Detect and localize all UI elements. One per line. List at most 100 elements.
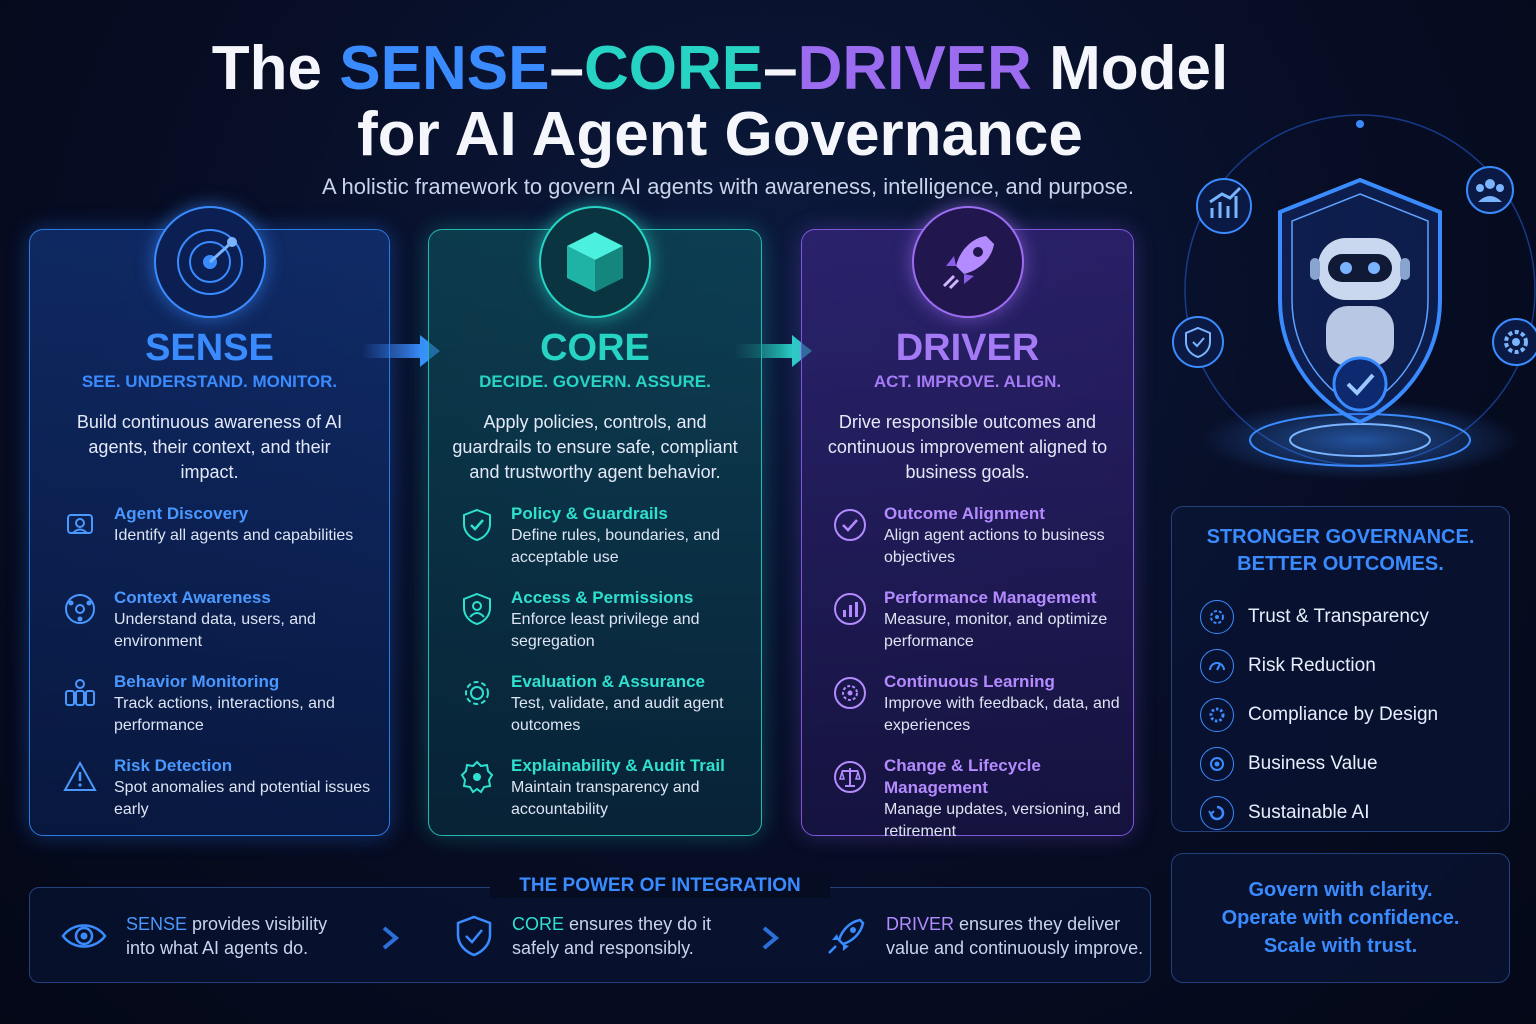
motto-line: Scale with trust. bbox=[1263, 935, 1418, 957]
benefit-label: Risk Reduction bbox=[1248, 654, 1376, 676]
integration-highlight: SENSE bbox=[126, 914, 188, 934]
chevron-right-icon bbox=[762, 926, 780, 950]
rocket-icon bbox=[828, 918, 865, 954]
benefit-label: Business Value bbox=[1248, 752, 1378, 774]
shield-check-icon bbox=[457, 505, 497, 545]
sense-title: SENSE bbox=[145, 327, 274, 369]
shield-icon bbox=[1172, 316, 1224, 368]
item-title: Access & Permissions bbox=[511, 588, 694, 607]
integration-title: THE POWER OF INTEGRATION bbox=[490, 874, 830, 898]
robot-shield-illustration bbox=[1172, 114, 1536, 480]
item-title: Continuous Learning bbox=[884, 672, 1055, 691]
item-desc: Identify all agents and capabilities bbox=[114, 527, 354, 544]
item-title: Performance Management bbox=[884, 588, 1097, 607]
benefit-item: Sustainable AI bbox=[1172, 788, 1509, 837]
bar-chart-icon bbox=[830, 589, 870, 629]
compliance-icon bbox=[1200, 697, 1234, 732]
item-desc: Define rules, boundaries, and acceptable… bbox=[511, 527, 721, 566]
sustainable-icon bbox=[1200, 795, 1234, 830]
motto-line: Operate with confidence. bbox=[1221, 907, 1460, 929]
integration-sense: SENSE provides visibility into what AI ag… bbox=[60, 888, 327, 984]
core-tagline: DECIDE. GOVERN. ASSURE. bbox=[479, 372, 711, 391]
sense-card: SENSE SEE. UNDERSTAND. MONITOR. Build co… bbox=[29, 206, 390, 836]
sense-tagline: SEE. UNDERSTAND. MONITOR. bbox=[81, 372, 338, 391]
benefit-label: Sustainable AI bbox=[1248, 801, 1370, 823]
rocket-icon bbox=[911, 206, 1024, 318]
shield-check-icon bbox=[456, 915, 492, 957]
item-desc: Spot anomalies and potential issues earl… bbox=[114, 779, 371, 818]
integration-text: ensures they do it bbox=[564, 914, 712, 934]
item-title: Change & Lifecycle Management bbox=[884, 756, 1041, 797]
title-driver: DRIVER bbox=[797, 34, 1032, 103]
benefit-label: Trust & Transparency bbox=[1248, 605, 1429, 627]
title-sense: SENSE bbox=[339, 34, 550, 103]
title-dash: – bbox=[549, 34, 584, 103]
title-suffix: Model bbox=[1049, 34, 1229, 103]
item-title: Evaluation & Assurance bbox=[511, 672, 705, 691]
benefit-label: Compliance by Design bbox=[1248, 703, 1439, 725]
item-title: Agent Discovery bbox=[114, 504, 249, 523]
driver-description: Drive responsible outcomes and continuou… bbox=[827, 412, 1108, 482]
core-description: Apply policies, controls, and guardrails… bbox=[452, 412, 738, 482]
item-desc: Align agent actions to business objectiv… bbox=[884, 527, 1105, 566]
page-title: The SENSE–CORE–DRIVER Model for AI Agent… bbox=[0, 36, 1440, 168]
integration-text: into what AI agents do. bbox=[126, 938, 309, 958]
benefit-item: Risk Reduction bbox=[1172, 641, 1509, 690]
cube-icon bbox=[539, 206, 651, 318]
user-shield-icon bbox=[457, 589, 497, 629]
eye-icon bbox=[61, 924, 107, 948]
integration-highlight: DRIVER bbox=[886, 914, 955, 934]
users-icon bbox=[1466, 166, 1514, 214]
page-subtitle: A holistic framework to govern AI agents… bbox=[321, 174, 1134, 199]
item-desc: Maintain transparency and accountability bbox=[511, 779, 700, 818]
motto-line: Govern with clarity. bbox=[1248, 879, 1433, 901]
motto-panel: Govern with clarity. Operate with confid… bbox=[1171, 853, 1510, 983]
item-desc: Enforce least privilege and segregation bbox=[511, 611, 700, 650]
chevron-right-icon bbox=[382, 926, 400, 950]
integration-text: safely and responsibly. bbox=[512, 938, 694, 958]
integration-panel: SENSE provides visibility into what AI ag… bbox=[29, 887, 1151, 983]
item-desc: Understand data, users, and environment bbox=[114, 611, 316, 650]
driver-card: DRIVER ACT. IMPROVE. ALIGN. Drive respon… bbox=[801, 206, 1134, 840]
driver-tagline: ACT. IMPROVE. ALIGN. bbox=[873, 372, 1062, 391]
item-title: Risk Detection bbox=[114, 756, 233, 775]
benefit-item: Compliance by Design bbox=[1172, 690, 1509, 739]
integration-text: provides visibility bbox=[187, 914, 328, 934]
robot-icon bbox=[1310, 238, 1410, 366]
title-core: CORE bbox=[583, 34, 764, 103]
item-desc: Track actions, interactions, and perform… bbox=[114, 695, 335, 734]
title-prefix: The bbox=[211, 34, 323, 103]
benefits-title: STRONGER GOVERNANCE. BETTER OUTCOMES. bbox=[1206, 526, 1475, 575]
driver-title: DRIVER bbox=[895, 327, 1040, 369]
item-title: Behavior Monitoring bbox=[114, 672, 280, 691]
chart-growth-icon bbox=[1196, 178, 1252, 234]
agent-discovery-icon bbox=[60, 505, 100, 545]
warning-icon bbox=[60, 757, 100, 797]
radar-icon bbox=[153, 206, 266, 318]
title-line-2: for AI Agent Governance bbox=[357, 100, 1083, 169]
people-monitor-icon bbox=[60, 673, 100, 713]
benefit-item: Trust & Transparency bbox=[1172, 592, 1509, 641]
item-desc: Manage updates, versioning, and retireme… bbox=[884, 801, 1121, 840]
title-dash: – bbox=[763, 34, 798, 103]
item-desc: Test, validate, and audit agent outcomes bbox=[511, 695, 724, 734]
benefits-panel: STRONGER GOVERNANCE. BETTER OUTCOMES. Tr… bbox=[1171, 506, 1510, 832]
integration-text: value and continuously improve. bbox=[886, 938, 1144, 958]
sense-description: Build continuous awareness of AI agents,… bbox=[76, 412, 343, 482]
core-title: CORE bbox=[540, 327, 650, 369]
check-circle-icon bbox=[830, 505, 870, 545]
item-desc: Improve with feedback, data, and experie… bbox=[884, 695, 1120, 734]
gear-icon bbox=[1492, 318, 1536, 366]
gear-check-icon bbox=[457, 673, 497, 713]
